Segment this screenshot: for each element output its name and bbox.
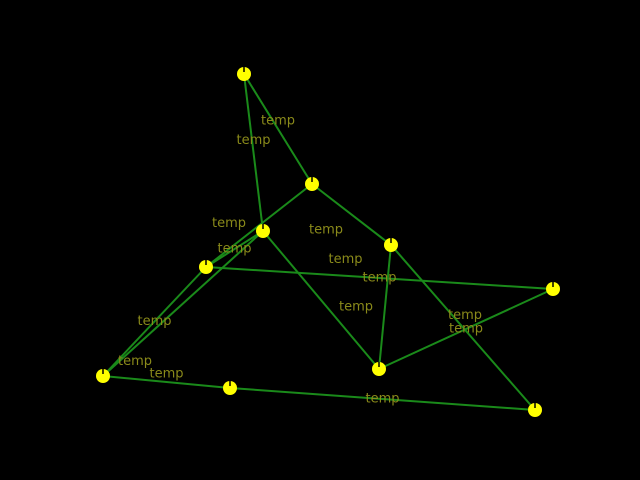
node-n10[interactable] [528, 403, 542, 417]
edge-n3-n4 [205, 230, 264, 268]
edge-n2-n8 [311, 183, 392, 246]
node-circle [528, 403, 542, 417]
node-circle [223, 381, 237, 395]
edge-label-n4-n5: temp [137, 314, 171, 329]
node-n2[interactable] [305, 177, 319, 191]
edge-label-n7-n8: temp [339, 300, 373, 315]
node-n4[interactable] [199, 260, 213, 274]
edge-n3-n7 [262, 230, 380, 370]
edge-label-n3-n5: temp [118, 354, 152, 369]
node-n6[interactable] [223, 381, 237, 395]
edge-n9-n7 [378, 288, 554, 370]
node-circle [199, 260, 213, 274]
edge-label-n5-n6: temp [149, 367, 183, 382]
node-n8[interactable] [384, 238, 398, 252]
node-circle [237, 67, 251, 81]
edge-n4-n9 [205, 266, 554, 290]
node-circle [372, 362, 386, 376]
edges-layer [102, 73, 554, 411]
node-circle [96, 369, 110, 383]
node-n9[interactable] [546, 282, 560, 296]
edge-n5-n6 [102, 375, 231, 389]
node-circle [256, 224, 270, 238]
edge-n6-n10 [229, 387, 536, 411]
edge-n3-n5 [102, 230, 264, 377]
edge-label-n2-n8: temp [328, 252, 362, 267]
edge-n7-n8 [378, 244, 392, 370]
node-n1[interactable] [237, 67, 251, 81]
edge-label-n4-n9: temp [362, 271, 396, 286]
edge-label-n3-n4: temp [217, 242, 251, 257]
edge-label-n8-n10: temp [448, 308, 482, 323]
edge-n1-n3 [243, 73, 264, 232]
edge-n1-n2 [243, 73, 313, 185]
edge-label-n3-n7: temp [309, 223, 343, 238]
node-circle [546, 282, 560, 296]
edge-n8-n10 [390, 244, 536, 411]
nodes-layer [96, 67, 560, 417]
edge-n4-n5 [102, 266, 207, 377]
edge-label-n2-n4: temp [212, 216, 246, 231]
edge-label-n9-n7: temp [449, 322, 483, 337]
node-circle [384, 238, 398, 252]
node-circle [305, 177, 319, 191]
node-n5[interactable] [96, 369, 110, 383]
edge-label-n6-n10: temp [365, 392, 399, 407]
edge-label-n1-n3: temp [236, 133, 270, 148]
edge-label-n1-n2: temp [261, 114, 295, 129]
edge-labels-layer: temptemptemptemptemptemptemptemptemptemp… [118, 114, 483, 407]
node-n3[interactable] [256, 224, 270, 238]
node-n7[interactable] [372, 362, 386, 376]
